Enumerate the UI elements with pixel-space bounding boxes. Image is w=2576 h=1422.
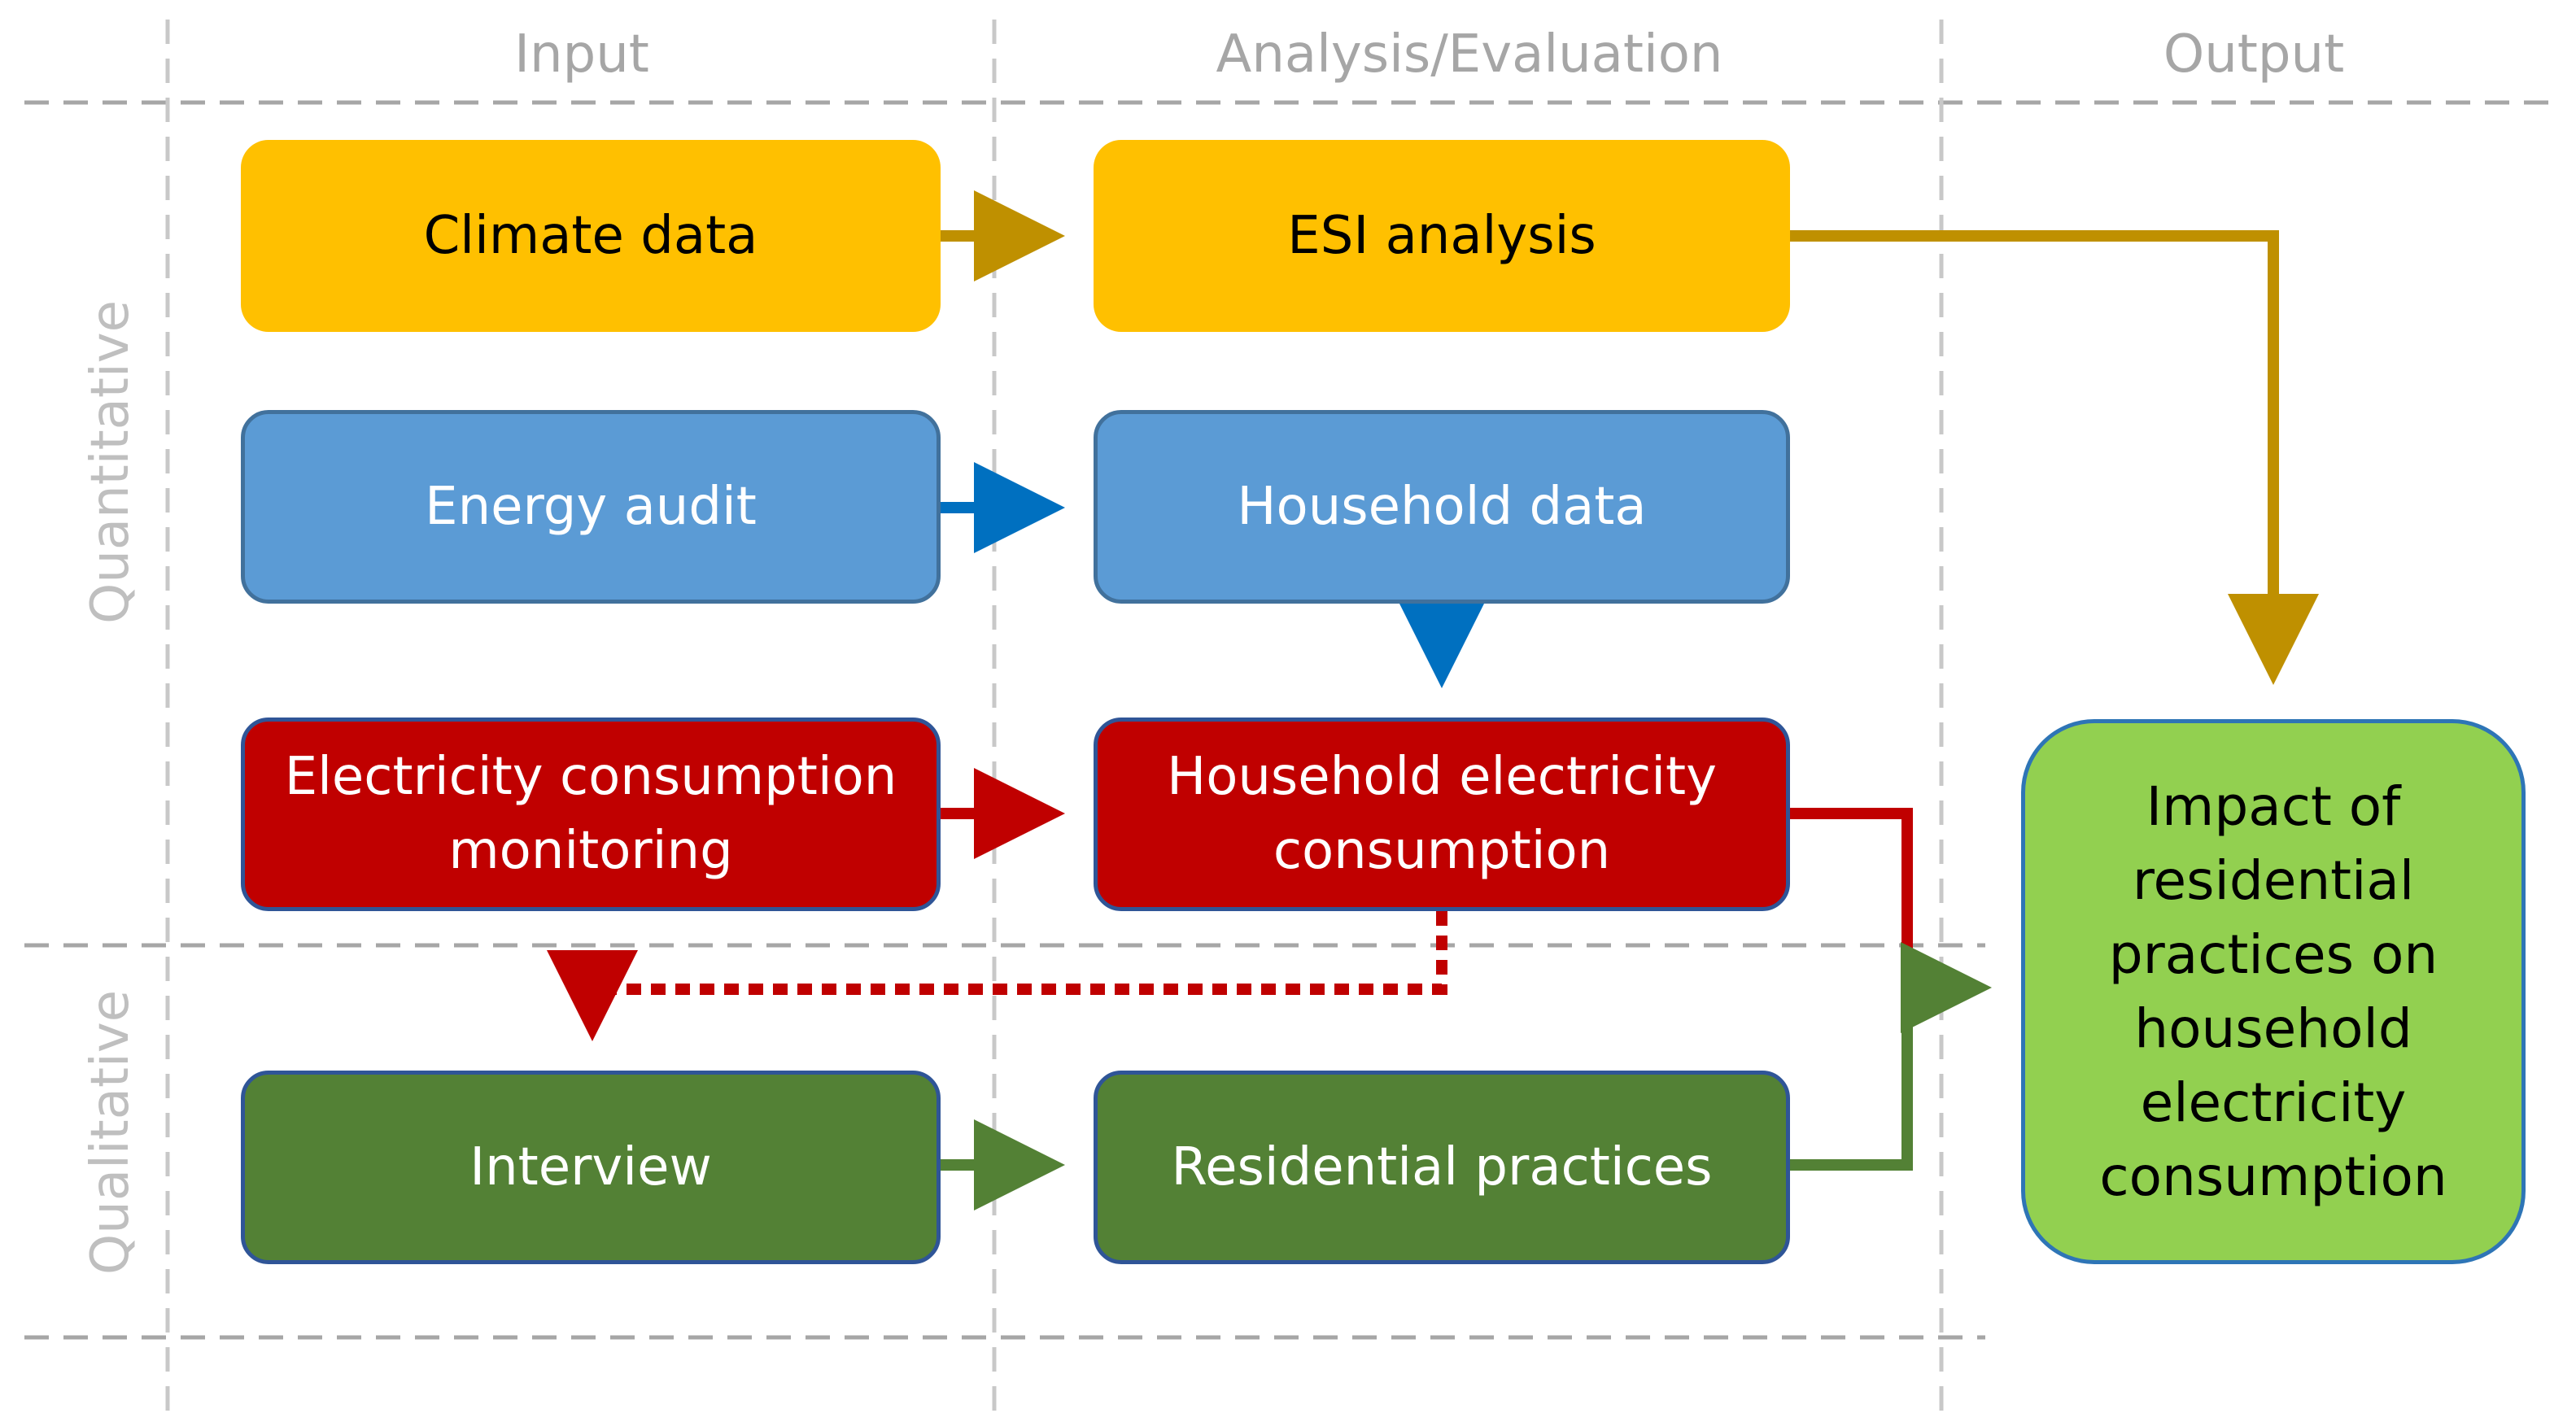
node-climate-data-label: Climate data <box>423 205 758 266</box>
connector-practices-to-junction <box>1788 988 1913 1171</box>
arrow-esi-to-impact <box>1788 230 2319 685</box>
node-interview-label: Interview <box>469 1136 712 1197</box>
connector-electricity-to-junction <box>1788 808 1913 988</box>
node-impact: Impact of residential practices on house… <box>2021 719 2526 1264</box>
node-household-electricity: Household electricity consumption <box>1094 718 1790 911</box>
node-residential-practices-label: Residential practices <box>1171 1136 1713 1197</box>
node-electricity-monitoring-label: Electricity consumption monitoring <box>284 747 897 881</box>
column-header-output: Output <box>2163 24 2345 85</box>
node-household-data: Household data <box>1094 410 1790 604</box>
node-esi-analysis-label: ESI analysis <box>1287 205 1596 266</box>
node-household-data-label: Household data <box>1237 476 1647 537</box>
node-energy-audit-label: Energy audit <box>425 476 757 537</box>
column-header-input: Input <box>514 24 649 85</box>
node-residential-practices: Residential practices <box>1094 1071 1790 1264</box>
node-energy-audit: Energy audit <box>241 410 941 604</box>
node-esi-analysis: ESI analysis <box>1094 140 1790 332</box>
node-electricity-monitoring: Electricity consumption monitoring <box>241 718 941 911</box>
row-label-qualitative: Qualitative <box>81 989 141 1276</box>
node-climate-data: Climate data <box>241 140 941 332</box>
arrow-electricity-to-interview <box>547 911 1447 1041</box>
column-header-analysis: Analysis/Evaluation <box>1216 24 1723 85</box>
node-impact-label: Impact of residential practices on house… <box>2099 774 2447 1209</box>
node-household-electricity-label: Household electricity consumption <box>1167 747 1717 881</box>
row-label-quantitative: Quantitative <box>81 299 141 625</box>
node-interview: Interview <box>241 1071 941 1264</box>
